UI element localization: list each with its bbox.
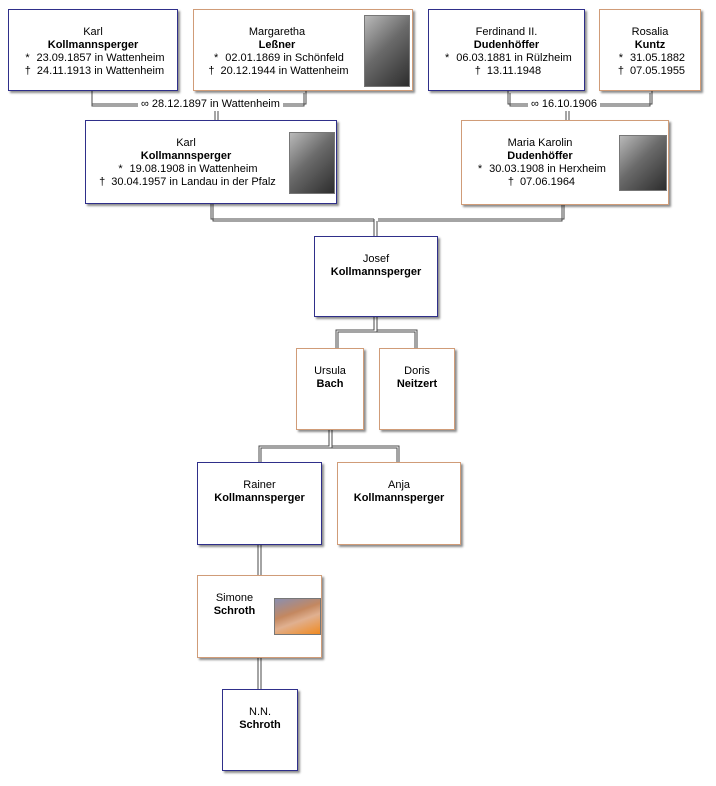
person-first-name: Josef bbox=[362, 253, 390, 265]
birth-line: * 06.03.1881 in Rülzheim bbox=[429, 52, 584, 65]
death-line: † 24.11.1913 in Wattenheim bbox=[9, 65, 177, 78]
person-first-name: Rosalia bbox=[631, 26, 669, 38]
birth-line: * 31.05.1882 bbox=[600, 52, 700, 65]
birth-icon: * bbox=[214, 52, 219, 64]
person-card-rosalia[interactable]: Rosalia Kuntz * 31.05.1882 † 07.05.1955 bbox=[599, 9, 701, 91]
marriage-date: 28.12.1897 in Wattenheim bbox=[151, 98, 280, 110]
person-last-name: Dudenhöffer bbox=[507, 150, 573, 162]
death-icon: † bbox=[474, 65, 481, 77]
person-card-ferdinand[interactable]: Ferdinand II. Dudenhöffer * 06.03.1881 i… bbox=[428, 9, 585, 91]
person-card-maria-karolin[interactable]: Maria Karolin Dudenhöffer * 30.03.1908 i… bbox=[461, 120, 669, 205]
birth-line: * 02.01.1869 in Schönfeld bbox=[194, 52, 360, 65]
person-card-doris[interactable]: Doris Neitzert bbox=[379, 348, 455, 430]
person-first-name: Ursula bbox=[314, 365, 346, 377]
birth-icon: * bbox=[618, 52, 624, 64]
death-date: 07.05.1955 bbox=[630, 65, 686, 77]
death-date: 30.04.1957 in Landau in der Pfalz bbox=[111, 176, 276, 188]
birth-icon: * bbox=[445, 52, 450, 64]
birth-icon: * bbox=[118, 163, 123, 175]
birth-date: 23.09.1857 in Wattenheim bbox=[36, 52, 165, 64]
portrait-photo bbox=[364, 15, 410, 87]
person-last-name: Dudenhöffer bbox=[473, 39, 540, 51]
death-icon: † bbox=[507, 176, 514, 188]
death-date: 24.11.1913 in Wattenheim bbox=[36, 65, 165, 77]
person-first-name: Doris bbox=[404, 365, 430, 377]
death-line: † 30.04.1957 in Landau in der Pfalz bbox=[86, 176, 286, 189]
person-last-name: Kollmannsperger bbox=[214, 492, 305, 504]
death-line: † 07.05.1955 bbox=[600, 65, 700, 78]
birth-date: 06.03.1881 in Rülzheim bbox=[456, 52, 572, 64]
person-first-name: Margaretha bbox=[248, 26, 306, 38]
person-last-name: Kollmannsperger bbox=[330, 266, 422, 278]
death-icon: † bbox=[99, 176, 106, 188]
portrait-photo bbox=[619, 135, 667, 191]
birth-line: * 19.08.1908 in Wattenheim bbox=[86, 163, 286, 176]
marriage-icon: ∞ bbox=[531, 98, 539, 110]
person-last-name: Bach bbox=[316, 378, 344, 390]
person-card-josef[interactable]: Josef Kollmannsperger bbox=[314, 236, 438, 317]
person-last-name: Leßner bbox=[258, 39, 296, 51]
death-line: † 20.12.1944 in Wattenheim bbox=[194, 65, 360, 78]
person-last-name: Schroth bbox=[213, 605, 256, 617]
person-card-karl-junior[interactable]: Karl Kollmannsperger * 19.08.1908 in Wat… bbox=[85, 120, 337, 204]
person-last-name: Schroth bbox=[239, 719, 281, 731]
person-first-name: Ferdinand II. bbox=[475, 26, 538, 38]
marriage-icon: ∞ bbox=[141, 98, 149, 110]
person-card-anja[interactable]: Anja Kollmannsperger bbox=[337, 462, 461, 545]
person-card-ursula[interactable]: Ursula Bach bbox=[296, 348, 364, 430]
person-first-name: Anja bbox=[387, 479, 411, 491]
death-date: 20.12.1944 in Wattenheim bbox=[220, 65, 349, 77]
birth-line: * 30.03.1908 in Herxheim bbox=[462, 163, 618, 176]
death-date: 13.11.1948 bbox=[486, 65, 542, 77]
person-card-simone[interactable]: Simone Schroth bbox=[197, 575, 322, 658]
death-date: 07.06.1964 bbox=[520, 176, 576, 188]
person-card-margaretha[interactable]: Margaretha Leßner * 02.01.1869 in Schönf… bbox=[193, 9, 413, 91]
person-card-nn[interactable]: N.N. Schroth bbox=[222, 689, 298, 771]
portrait-photo bbox=[289, 132, 335, 194]
death-icon: † bbox=[208, 65, 215, 77]
birth-icon: * bbox=[477, 163, 483, 175]
birth-date: 02.01.1869 in Schönfeld bbox=[225, 52, 344, 64]
person-last-name: Neitzert bbox=[396, 378, 438, 390]
person-last-name: Kollmannsperger bbox=[140, 150, 232, 162]
person-card-rainer[interactable]: Rainer Kollmannsperger bbox=[197, 462, 322, 545]
person-last-name: Kollmannsperger bbox=[47, 39, 139, 51]
death-line: † 13.11.1948 bbox=[429, 65, 584, 78]
birth-date: 30.03.1908 in Herxheim bbox=[489, 163, 606, 175]
person-first-name: Maria Karolin bbox=[507, 137, 573, 149]
person-first-name: Karl bbox=[83, 26, 103, 38]
person-first-name: Karl bbox=[176, 137, 196, 149]
marriage-label-1: ∞ 28.12.1897 in Wattenheim bbox=[138, 98, 283, 111]
person-first-name: N.N. bbox=[249, 706, 271, 718]
marriage-date: 16.10.1906 bbox=[541, 98, 597, 110]
marriage-label-2: ∞ 16.10.1906 bbox=[528, 98, 600, 111]
person-last-name: Kuntz bbox=[634, 39, 666, 51]
person-last-name: Kollmannsperger bbox=[353, 492, 445, 504]
portrait-photo bbox=[274, 598, 321, 635]
birth-date: 31.05.1882 bbox=[630, 52, 686, 64]
person-first-name: Rainer bbox=[243, 479, 276, 491]
person-card-karl-senior[interactable]: Karl Kollmannsperger * 23.09.1857 in Wat… bbox=[8, 9, 178, 91]
person-first-name: Simone bbox=[215, 592, 254, 604]
death-icon: † bbox=[24, 65, 31, 77]
death-icon: † bbox=[617, 65, 624, 77]
birth-date: 19.08.1908 in Wattenheim bbox=[129, 163, 258, 175]
birth-icon: * bbox=[25, 52, 30, 64]
birth-line: * 23.09.1857 in Wattenheim bbox=[9, 52, 177, 65]
death-line: † 07.06.1964 bbox=[462, 176, 618, 189]
